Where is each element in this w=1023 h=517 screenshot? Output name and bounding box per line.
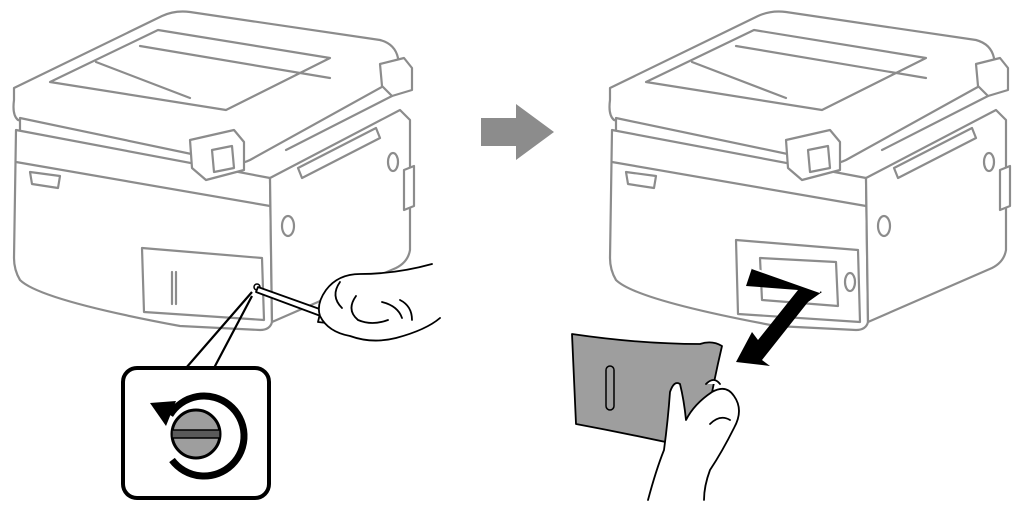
printer-left <box>12 10 416 332</box>
hand-left <box>317 263 441 342</box>
pull-arrow-icon <box>736 267 822 366</box>
printer-right <box>608 10 1012 332</box>
hand-right <box>647 379 740 501</box>
counterclockwise-rotate-icon <box>150 392 248 480</box>
right-arrow-icon <box>481 104 554 160</box>
screw-head-icon <box>170 408 222 460</box>
zoom-callout <box>121 366 271 500</box>
